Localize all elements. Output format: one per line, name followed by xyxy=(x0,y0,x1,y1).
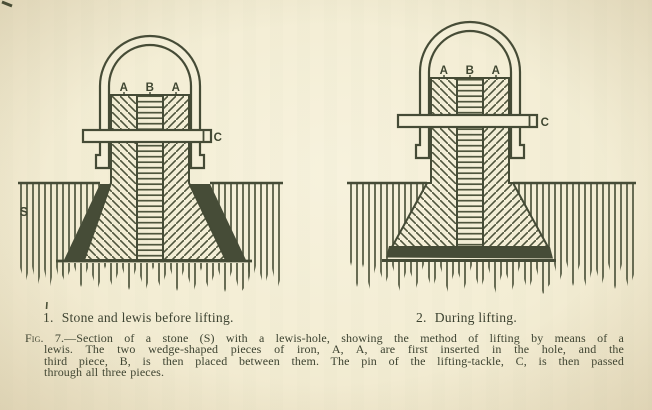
subcaption-1-text: Stone and lewis before lifting. xyxy=(61,310,234,325)
subcaption-figure-2: 2. During lifting. xyxy=(416,310,517,326)
label-b: B xyxy=(466,65,475,77)
caption-line-2: lewis. The two wedge-shaped pieces of ir… xyxy=(44,342,624,357)
label-s-stone: S xyxy=(20,205,29,219)
gap-dark-right xyxy=(189,184,246,260)
lewis-bail xyxy=(94,34,206,170)
caption-fig-label: Fig. 7. xyxy=(25,331,65,345)
stone-hatch-below-hole xyxy=(58,263,252,294)
label-ticks xyxy=(443,75,497,79)
caption-line-3: third piece, B, is then placed between t… xyxy=(44,353,624,368)
label-c-pin: C xyxy=(541,117,550,129)
caption-line-4: through all three pieces. xyxy=(44,365,165,380)
gap-dark-left xyxy=(64,184,111,260)
pin-c-bar xyxy=(81,128,213,144)
label-a-left: A xyxy=(120,82,129,94)
figure-1-diagram: A B A S C xyxy=(18,34,283,294)
pin-c-bar xyxy=(396,113,539,129)
center-piece-b xyxy=(456,77,484,248)
label-a-right: A xyxy=(492,65,501,77)
stone-hatch-left xyxy=(18,184,100,291)
gap-dark-bottom xyxy=(386,246,553,259)
label-a-right: A xyxy=(172,82,181,94)
label-a-left: A xyxy=(440,65,449,77)
stone-hatch-left xyxy=(347,184,427,289)
stone-hatch-right xyxy=(210,184,283,290)
lewis-bail xyxy=(414,20,526,160)
center-piece-b xyxy=(136,94,164,261)
figure-2-diagram: A B A C xyxy=(347,20,636,294)
subcaption-2-number: 2. xyxy=(416,310,427,325)
figure-caption: Fig. 7.—Section of a stone (S) with a le… xyxy=(25,331,625,380)
caption-line-1: Fig. 7.—Section of a stone (S) with a le… xyxy=(25,331,625,345)
scan-artifact-corner xyxy=(1,0,13,8)
wedge-a-left xyxy=(82,94,138,261)
subcaption-2-text: During lifting. xyxy=(434,310,517,325)
subcaption-1-number: 1. xyxy=(43,310,54,325)
stone-hatch-below-hole xyxy=(384,262,554,294)
label-c-pin: C xyxy=(214,132,223,144)
label-ticks xyxy=(123,92,177,96)
figure-7-engraving: A B A S C xyxy=(1,0,636,310)
scan-artifact-tick xyxy=(45,301,48,310)
label-b: B xyxy=(146,82,155,94)
subcaption-figure-1: 1. Stone and lewis before lifting. xyxy=(43,310,234,326)
caption-line-1-text: —Section of a stone (S) with a lewis-hol… xyxy=(64,331,625,345)
stone-hatch-right xyxy=(513,184,636,290)
